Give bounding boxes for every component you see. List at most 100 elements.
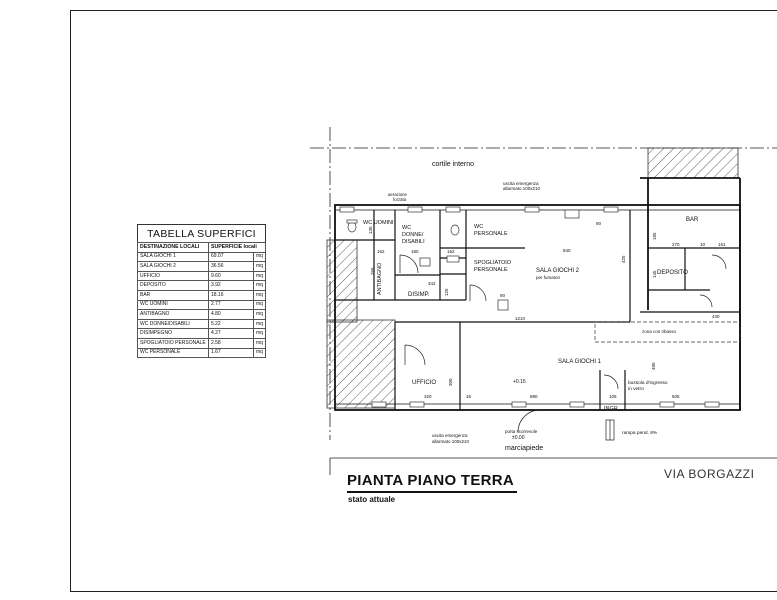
dim-16: 16 bbox=[466, 394, 472, 399]
label-aerazione: aerazione bbox=[388, 192, 407, 197]
label-allarmato-top: allarmato 100x210 bbox=[503, 186, 541, 191]
label-deposito: DEPOSITO bbox=[657, 270, 688, 276]
cell-value: 9.60 bbox=[207, 270, 254, 282]
title-underline bbox=[347, 491, 517, 493]
room-labels: cortile interno uscita emergenza allarma… bbox=[363, 161, 699, 452]
dim-145: 145 bbox=[652, 270, 657, 278]
cell-local: BAR bbox=[137, 289, 209, 301]
entrance-ramp bbox=[605, 419, 615, 441]
cell-value: 4.27 bbox=[207, 328, 254, 339]
cell-value: 4.80 bbox=[207, 309, 254, 320]
sanitary-fixtures bbox=[346, 209, 580, 311]
label-marciapiede: marciapiede bbox=[505, 445, 543, 452]
cell-unit: mq bbox=[252, 289, 267, 301]
dim-342: 342 bbox=[428, 281, 436, 286]
cell-local: UFFICIO bbox=[137, 270, 209, 282]
surface-table-title: TABELLA SUPERFICI bbox=[137, 224, 266, 242]
label-uscita-emergenza-top: uscita emergenza bbox=[503, 181, 539, 186]
cell-local: WC UOMINI bbox=[137, 299, 209, 311]
dim-1210: 1210 bbox=[515, 316, 526, 321]
axis-lines bbox=[310, 127, 777, 475]
cell-local: SPOGLIATOIO PERSONALE bbox=[137, 337, 209, 349]
label-donne: DONNE/ bbox=[402, 232, 424, 238]
cell-unit: mq bbox=[252, 328, 267, 339]
cell-value: 3.92 bbox=[207, 280, 254, 291]
cell-unit: mq bbox=[252, 309, 267, 320]
label-ufficio: UFFICIO bbox=[412, 380, 436, 386]
cell-local: SALA GIOCHI 2 bbox=[137, 261, 209, 272]
dim-480: 480 bbox=[651, 362, 656, 370]
label-cortile-interno: cortile interno bbox=[432, 161, 474, 168]
label-wc-uomini: WC UOMINI bbox=[363, 220, 394, 226]
cell-value: 18.16 bbox=[207, 289, 254, 301]
drawing-subtitle: stato attuale bbox=[348, 495, 396, 504]
cell-unit: mq bbox=[252, 261, 267, 272]
dim-162: 162 bbox=[377, 249, 385, 254]
dim-10: 10 bbox=[700, 242, 706, 247]
cell-value: 69.07 bbox=[207, 251, 254, 263]
cell-local: SALA GIOCHI 1 bbox=[137, 251, 209, 263]
label-uscita-emergenza-bottom: uscita emergenza bbox=[432, 433, 468, 438]
hatched-wall-top-right bbox=[647, 147, 739, 179]
label-in-vetro: in vetro bbox=[628, 386, 644, 392]
cell-value: 2.77 bbox=[207, 299, 254, 311]
label-forzata: forzata bbox=[393, 197, 407, 202]
dim-840: 840 bbox=[563, 248, 571, 253]
label-level-015: +0.15 bbox=[513, 379, 526, 385]
cell-local: WC PERSONALE bbox=[137, 347, 209, 359]
cell-local: DISIMPEGNO bbox=[137, 328, 209, 339]
dim-880: 880 bbox=[530, 394, 538, 399]
label-spogliatoio-1: SPOGLIATOIO bbox=[474, 260, 512, 266]
cell-unit: mq bbox=[252, 299, 267, 311]
label-antibagno: ANTIBAGNO bbox=[377, 262, 383, 295]
label-sala-giochi-1: SALA GIOCHI 1 bbox=[558, 359, 602, 365]
cell-unit: mq bbox=[252, 347, 267, 359]
cell-local: ANTIBAGNO bbox=[137, 309, 209, 320]
label-porta-scorrevole: porta scorrevole bbox=[505, 429, 538, 434]
dim-105: 105 bbox=[609, 394, 617, 399]
dimension-labels: 162 180 152 342 90 840 90 1210 270 10 16… bbox=[368, 221, 726, 399]
hatched-wall-left bbox=[326, 239, 358, 323]
label-per-fumatori: per fumatori bbox=[536, 275, 560, 280]
dim-130: 130 bbox=[368, 226, 373, 234]
label-ingresso: INGR. bbox=[604, 406, 620, 412]
label-spogliatoio-2: PERSONALE bbox=[474, 267, 508, 273]
partitions bbox=[335, 210, 740, 410]
cell-unit: mq bbox=[252, 280, 267, 291]
dim-320: 320 bbox=[424, 394, 432, 399]
label-wc-personale-1: WC bbox=[474, 224, 483, 230]
dim-505: 505 bbox=[672, 394, 680, 399]
cell-unit: mq bbox=[252, 251, 267, 263]
dim-300: 300 bbox=[448, 378, 453, 386]
dim-185: 185 bbox=[652, 232, 657, 240]
cell-local: WC DONNE/DISABILI bbox=[137, 318, 209, 330]
cell-unit: mq bbox=[252, 270, 267, 282]
cell-value: 36.56 bbox=[207, 261, 254, 272]
dim-90-top: 90 bbox=[596, 221, 602, 226]
drawing-title: PIANTA PIANO TERRA bbox=[347, 472, 515, 489]
surface-table: TABELLA SUPERFICI DESTINAZIONE LOCALI SU… bbox=[137, 224, 267, 359]
cell-unit: mq bbox=[252, 337, 267, 349]
drawing-sheet-frame bbox=[70, 10, 777, 592]
dim-270: 270 bbox=[672, 242, 680, 247]
label-rampa: rampa pend. 8% bbox=[622, 430, 658, 436]
cell-unit: mq bbox=[252, 318, 267, 330]
ceiling-ribasso-zone bbox=[594, 321, 741, 343]
label-allarmato-bottom: allarmato 100x210 bbox=[432, 439, 470, 444]
building-walls bbox=[334, 177, 741, 411]
label-level-000: ±0.00 bbox=[512, 435, 525, 441]
label-wc-personale-2: PERSONALE bbox=[474, 231, 508, 237]
label-zona-ribasso: zona con ribasso bbox=[642, 329, 677, 334]
windows bbox=[339, 206, 720, 408]
col-destinazione: DESTINAZIONE LOCALI bbox=[137, 242, 209, 253]
hatched-wall-lower-left bbox=[326, 319, 396, 409]
